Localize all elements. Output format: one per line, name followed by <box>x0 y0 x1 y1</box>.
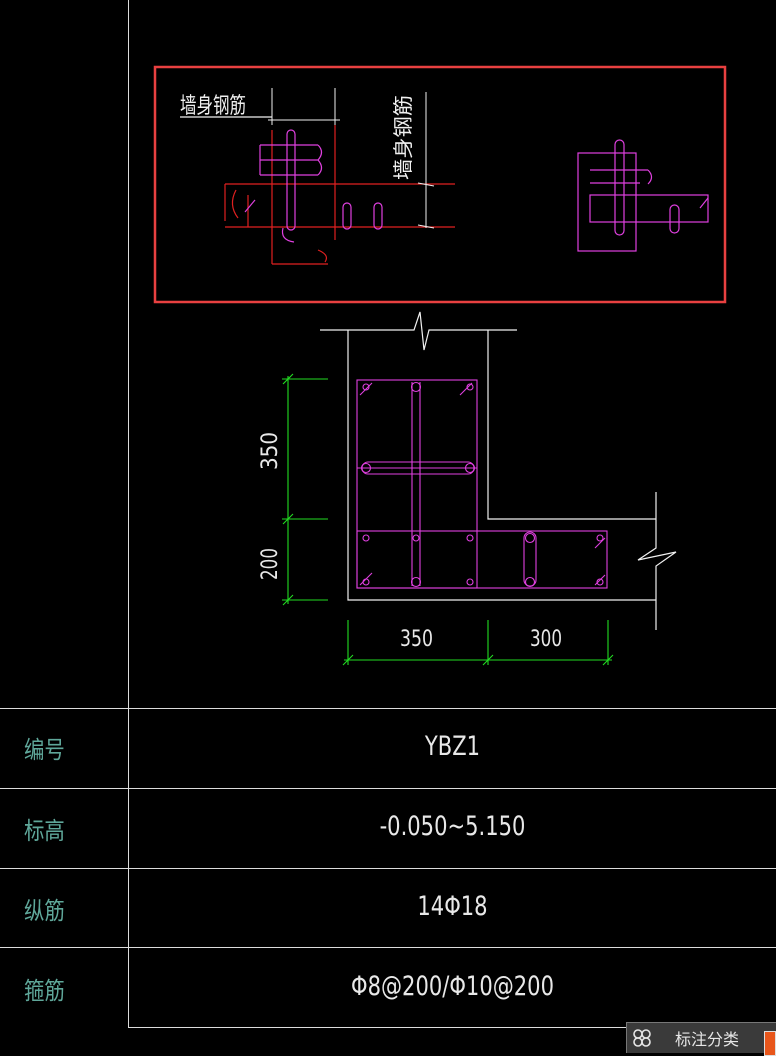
column-section <box>320 311 677 630</box>
annotation-category-icon[interactable] <box>627 1023 657 1053</box>
table-grid <box>0 0 776 1028</box>
dim-bottom-right: 300 <box>530 627 562 652</box>
highlight-box[interactable] <box>153 65 727 304</box>
row-value-stirrup: Φ8@200/Φ10@200 <box>351 971 554 1002</box>
row-value-longitudinal: 14Φ18 <box>417 891 488 922</box>
dimension-texts: 350 200 350 300 <box>258 432 562 652</box>
dim-left-top: 350 <box>258 432 283 470</box>
row-value-id: YBZ1 <box>424 731 481 762</box>
dim-bottom-left: 350 <box>400 627 433 652</box>
row-label-elevation: 标高 <box>24 817 65 845</box>
row-label-longitudinal: 纵筋 <box>24 897 65 925</box>
wall-rebar-detail-left: 墙身钢筋 <box>180 88 455 265</box>
row-value-elevation: -0.050~5.150 <box>379 811 526 842</box>
annotation-category-label[interactable]: 标注分类 <box>675 1030 740 1049</box>
color-swatch[interactable] <box>764 1031 776 1056</box>
annotation-category-toolbar[interactable]: 标注分类 <box>626 1022 776 1056</box>
dim-left-bottom: 200 <box>258 548 283 580</box>
wall-rebar-label: 墙身钢筋 <box>180 94 246 119</box>
wall-rebar-detail-right <box>577 139 709 252</box>
wall-rebar-vertical-label: 墙身钢筋 <box>391 95 415 180</box>
row-label-id: 编号 <box>24 736 65 764</box>
dimension-lines <box>282 373 614 666</box>
row-label-stirrup: 箍筋 <box>24 977 65 1005</box>
